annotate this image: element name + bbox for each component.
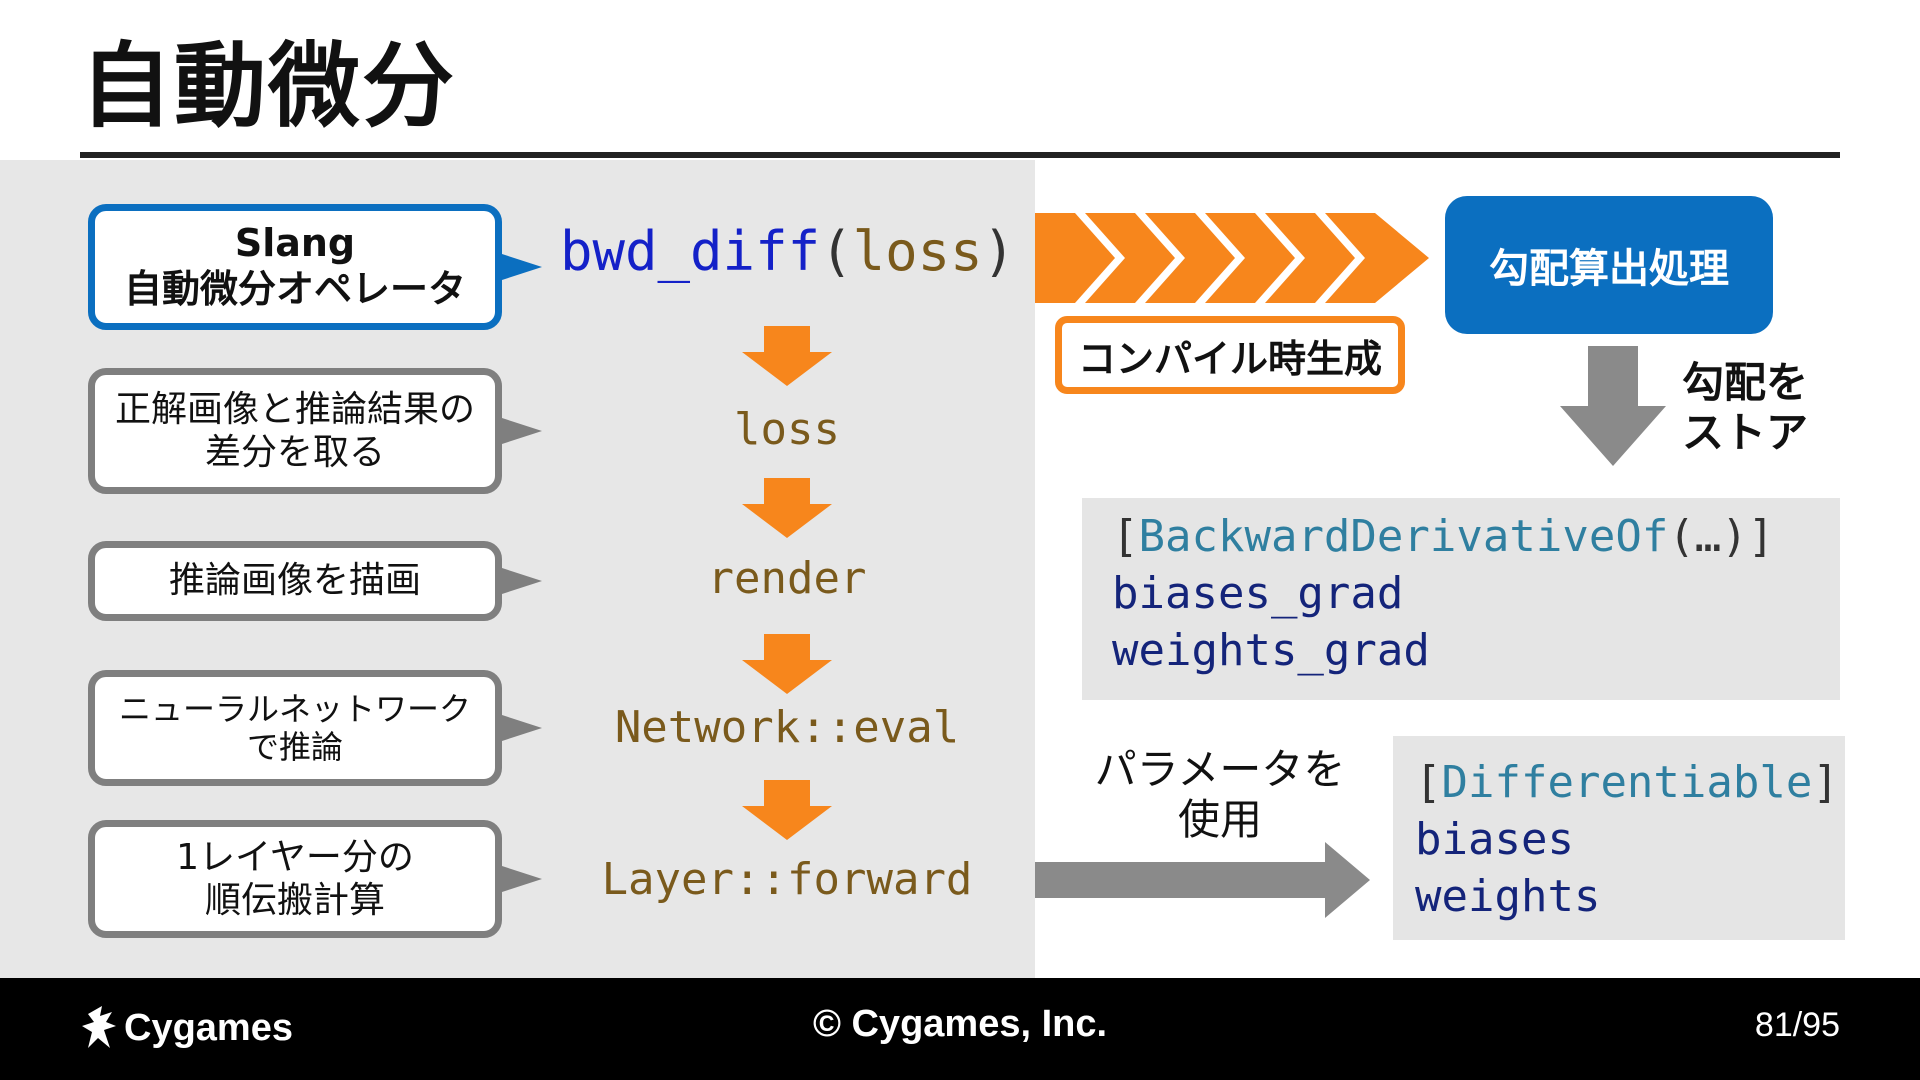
callout-layer-pointer [502, 866, 542, 892]
right-arrow-icon [1035, 842, 1370, 918]
cygames-logo: Cygames [80, 1000, 293, 1056]
callout-network-text: ニューラルネットワーク で推論 [118, 689, 471, 766]
diff-close-bracket: ] [1812, 757, 1839, 808]
title-divider [80, 152, 1840, 158]
stage-layer-forward: Layer::forward [601, 854, 973, 905]
field-biases-grad: biases_grad [1112, 568, 1404, 619]
diff-open-bracket: [ [1415, 757, 1442, 808]
callout-loss: 正解画像と推論結果の 差分を取る [88, 368, 502, 494]
callout-slang-operator: Slang 自動微分オペレータ [88, 204, 502, 330]
field-weights-grad: weights_grad [1112, 625, 1430, 676]
stage-loss: loss [734, 404, 840, 455]
callout-loss-text: 正解画像と推論結果の 差分を取る [114, 388, 475, 473]
cygames-mark-icon [82, 1006, 116, 1048]
callout-render: 推論画像を描画 [88, 541, 502, 621]
callout-layer-text: 1レイヤー分の 順伝搬計算 [176, 836, 414, 921]
backward-derivative-code: [BackwardDerivativeOf(…)] biases_grad we… [1082, 498, 1840, 700]
down-arrow-icon [742, 634, 832, 694]
store-arrow-icon [1560, 346, 1666, 466]
differentiable-attribute-line: [Differentiable] [1415, 754, 1845, 811]
bwd-diff-function: bwd_diff [560, 220, 821, 283]
down-arrow-icon [742, 780, 832, 840]
backward-attribute-line: [BackwardDerivativeOf(…)] [1112, 508, 1840, 565]
store-gradient-label: 勾配を ストア [1682, 358, 1809, 457]
callout-network: ニューラルネットワーク で推論 [88, 670, 502, 786]
differentiable-attribute: Differentiable [1441, 757, 1813, 808]
copyright-notice: © Cygames, Inc. [812, 1003, 1108, 1045]
field-biases: biases [1415, 814, 1574, 865]
attr-open-bracket: [ [1112, 511, 1139, 562]
callout-layer: 1レイヤー分の 順伝搬計算 [88, 820, 502, 938]
bwd-diff-close-paren: ) [982, 220, 1016, 283]
callout-render-pointer [502, 568, 542, 594]
down-arrow-icon [742, 326, 832, 386]
bwd-diff-argument: loss [852, 220, 983, 283]
use-parameters-label: パラメータを 使用 [1094, 745, 1346, 845]
callout-slang-pointer [502, 254, 542, 280]
bwd-diff-open-paren: ( [820, 220, 853, 283]
field-weights: weights [1415, 871, 1601, 922]
gradient-computation-box: 勾配算出処理 [1445, 196, 1773, 334]
page-number: 81/95 [1754, 1006, 1840, 1044]
callout-loss-pointer [502, 418, 542, 444]
chevron-arrow-icon [1035, 213, 1429, 303]
backward-attribute-args: (…) [1668, 511, 1748, 562]
callout-render-text: 推論画像を描画 [168, 560, 421, 602]
stage-render: render [707, 553, 867, 604]
callout-slang-text: Slang 自動微分オペレータ [123, 221, 466, 311]
attr-close-bracket: ] [1747, 511, 1775, 562]
differentiable-code: [Differentiable] biases weights [1393, 736, 1845, 940]
callout-network-pointer [502, 715, 542, 741]
compile-time-label: コンパイル時生成 [1055, 316, 1405, 394]
backward-attribute: BackwardDerivativeOf [1138, 511, 1669, 562]
bwd-diff-call: bwd_diff(loss) [560, 220, 1015, 283]
slide-title: 自動微分 [80, 33, 457, 140]
stage-network-eval: Network::eval [614, 702, 960, 753]
logo-wordmark: Cygames [124, 1006, 293, 1049]
down-arrow-icon [742, 478, 832, 538]
footer-bar [0, 978, 1920, 1080]
